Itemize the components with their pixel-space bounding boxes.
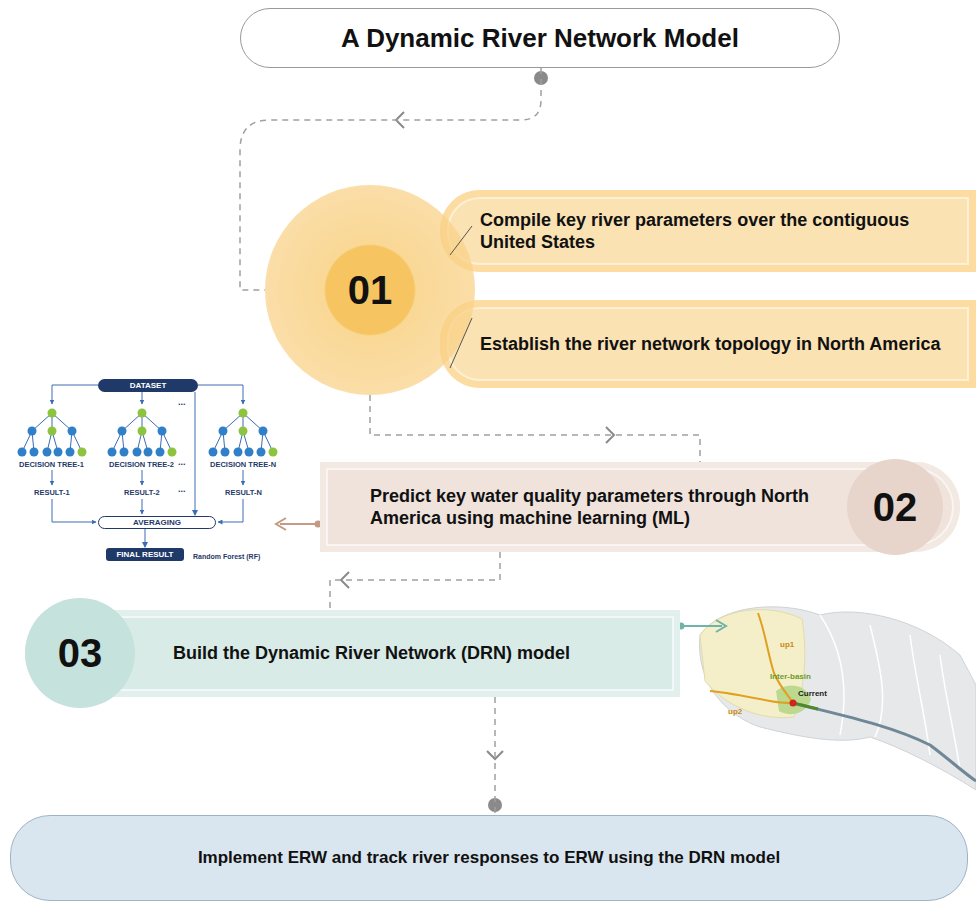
tree-root bbox=[48, 409, 57, 418]
tree-root bbox=[239, 409, 248, 418]
tree-leaf bbox=[156, 448, 165, 457]
tree-leaf bbox=[43, 448, 52, 457]
tree-node bbox=[68, 427, 77, 436]
result-label: RESULT-1 bbox=[34, 489, 70, 497]
step-circle: 03 bbox=[25, 598, 135, 708]
tree-label: DECISION TREE-2 bbox=[109, 461, 174, 469]
step-band: Establish the river network topology in … bbox=[440, 300, 976, 388]
tree-node bbox=[239, 427, 248, 436]
dashed-flow-line bbox=[330, 552, 500, 610]
result-label: RESULT-N bbox=[225, 489, 262, 497]
tree-leaf bbox=[30, 448, 39, 457]
tree-root bbox=[138, 409, 147, 418]
averaging-box: AVERAGING bbox=[98, 516, 216, 529]
tree-node bbox=[118, 427, 127, 436]
tree-leaf bbox=[209, 448, 218, 457]
tree-leaf bbox=[257, 448, 266, 457]
dataset-box: DATASET bbox=[98, 379, 198, 392]
tree-node bbox=[48, 427, 57, 436]
final-result-box: FINAL RESULT bbox=[106, 548, 184, 561]
ellipsis: ... bbox=[178, 398, 186, 407]
tree-leaf bbox=[168, 448, 177, 457]
tree-node bbox=[219, 427, 228, 436]
tree-leaf bbox=[269, 448, 278, 457]
tree-leaf bbox=[108, 448, 117, 457]
map-label: Inter-basin bbox=[770, 673, 811, 681]
node-text: 03 bbox=[58, 631, 103, 676]
illustration-caption: Random Forest (RF) bbox=[193, 553, 260, 560]
tree-node bbox=[158, 427, 167, 436]
node-text: A Dynamic River Network Model bbox=[341, 23, 739, 54]
tree-label: DECISION TREE-N bbox=[210, 461, 276, 469]
title-box: A Dynamic River Network Model bbox=[240, 8, 840, 68]
dashed-flow-line bbox=[494, 697, 496, 815]
tree-leaf bbox=[221, 448, 230, 457]
node-text: Compile key river parameters over the co… bbox=[480, 209, 962, 254]
tree-leaf bbox=[245, 448, 254, 457]
tree-node bbox=[259, 427, 268, 436]
tree-leaf bbox=[144, 448, 153, 457]
ellipsis: ... bbox=[178, 458, 186, 467]
step-band: Compile key river parameters over the co… bbox=[440, 190, 976, 272]
node-text: DATASET bbox=[130, 381, 167, 390]
tree-node bbox=[28, 427, 37, 436]
tree-leaf bbox=[54, 448, 63, 457]
node-text: Build the Dynamic River Network (DRN) mo… bbox=[173, 642, 570, 665]
outcome-box: Implement ERW and track river responses … bbox=[10, 815, 968, 901]
tree-leaf bbox=[18, 448, 27, 457]
tree-node bbox=[138, 427, 147, 436]
node-text: FINAL RESULT bbox=[116, 550, 173, 559]
tree-leaf bbox=[234, 448, 243, 457]
node-text: AVERAGING bbox=[133, 518, 181, 527]
map-label: up2 bbox=[728, 708, 742, 716]
step-circle: 02 bbox=[847, 459, 943, 555]
node-text: Predict key water quality parameters thr… bbox=[370, 485, 810, 530]
flow-arrow bbox=[145, 529, 146, 547]
step-band: Predict key water quality parameters thr… bbox=[320, 462, 960, 552]
ellipsis: ... bbox=[178, 485, 186, 494]
step-circle: 01 bbox=[265, 185, 475, 395]
node-text: Establish the river network topology in … bbox=[480, 333, 940, 356]
tree-leaf bbox=[78, 448, 87, 457]
node-text: 01 bbox=[348, 268, 393, 313]
dashed-flow-line bbox=[370, 395, 700, 462]
tree-leaf bbox=[133, 448, 142, 457]
tree-leaf bbox=[120, 448, 129, 457]
node-text: 02 bbox=[873, 485, 918, 530]
tree-leaf bbox=[66, 448, 75, 457]
map-label: Current bbox=[798, 690, 827, 698]
tree-label: DECISION TREE-1 bbox=[19, 461, 84, 469]
node-text: Implement ERW and track river responses … bbox=[198, 848, 780, 868]
result-label: RESULT-2 bbox=[124, 489, 160, 497]
flow-arrow bbox=[195, 392, 196, 515]
map-label: up1 bbox=[780, 641, 794, 649]
step-band: Build the Dynamic River Network (DRN) mo… bbox=[25, 610, 680, 697]
